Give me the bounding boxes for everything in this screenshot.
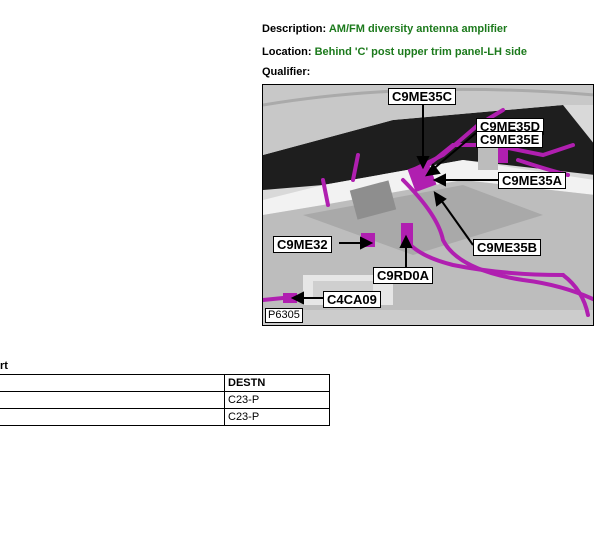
column-header xyxy=(0,374,225,392)
vehicle-interior-illustration xyxy=(263,85,593,325)
description-value: AM/FM diversity antenna amplifier xyxy=(328,23,508,35)
table-row: C23-P xyxy=(0,408,330,426)
description-line: Description: AM/FM diversity antenna amp… xyxy=(262,22,507,36)
pinout-table: DESTN C23-P C23-P xyxy=(0,374,330,426)
table-cell-destn: C23-P xyxy=(224,391,330,409)
callout-c9me35d: C9ME35D xyxy=(476,118,544,135)
description-label: Description: xyxy=(262,23,327,35)
location-value: Behind 'C' post upper trim panel-LH side xyxy=(314,46,527,58)
figure-reference: P6305 xyxy=(265,308,303,323)
table-header-row: DESTN xyxy=(0,374,330,392)
qualifier-line: Qualifier: xyxy=(262,65,310,79)
callout-c9me35e: C9ME35E xyxy=(476,131,544,148)
callout-c9me35a: C9ME35A xyxy=(498,172,566,189)
table-cell xyxy=(0,391,225,409)
callout-c9me35c: C9ME35C xyxy=(388,88,456,105)
callout-c9me32: C9ME32 xyxy=(273,236,332,253)
table-cell xyxy=(0,408,225,426)
table-cell-destn: C23-P xyxy=(224,408,330,426)
callout-c4ca09: C4CA09 xyxy=(323,291,381,308)
callout-c9me35b: C9ME35B xyxy=(473,239,541,256)
location-line: Location: Behind 'C' post upper trim pan… xyxy=(262,45,527,59)
table-row: C23-P xyxy=(0,391,330,409)
section-title: rt xyxy=(0,360,8,372)
callout-c9rd0a: C9RD0A xyxy=(373,267,434,284)
column-header-destn: DESTN xyxy=(224,374,330,392)
component-location-photo: C9ME35C C9ME35D C9ME35E C9ME35A C9ME32 C… xyxy=(262,84,594,326)
location-label: Location: xyxy=(262,46,312,58)
qualifier-label: Qualifier: xyxy=(262,66,311,78)
